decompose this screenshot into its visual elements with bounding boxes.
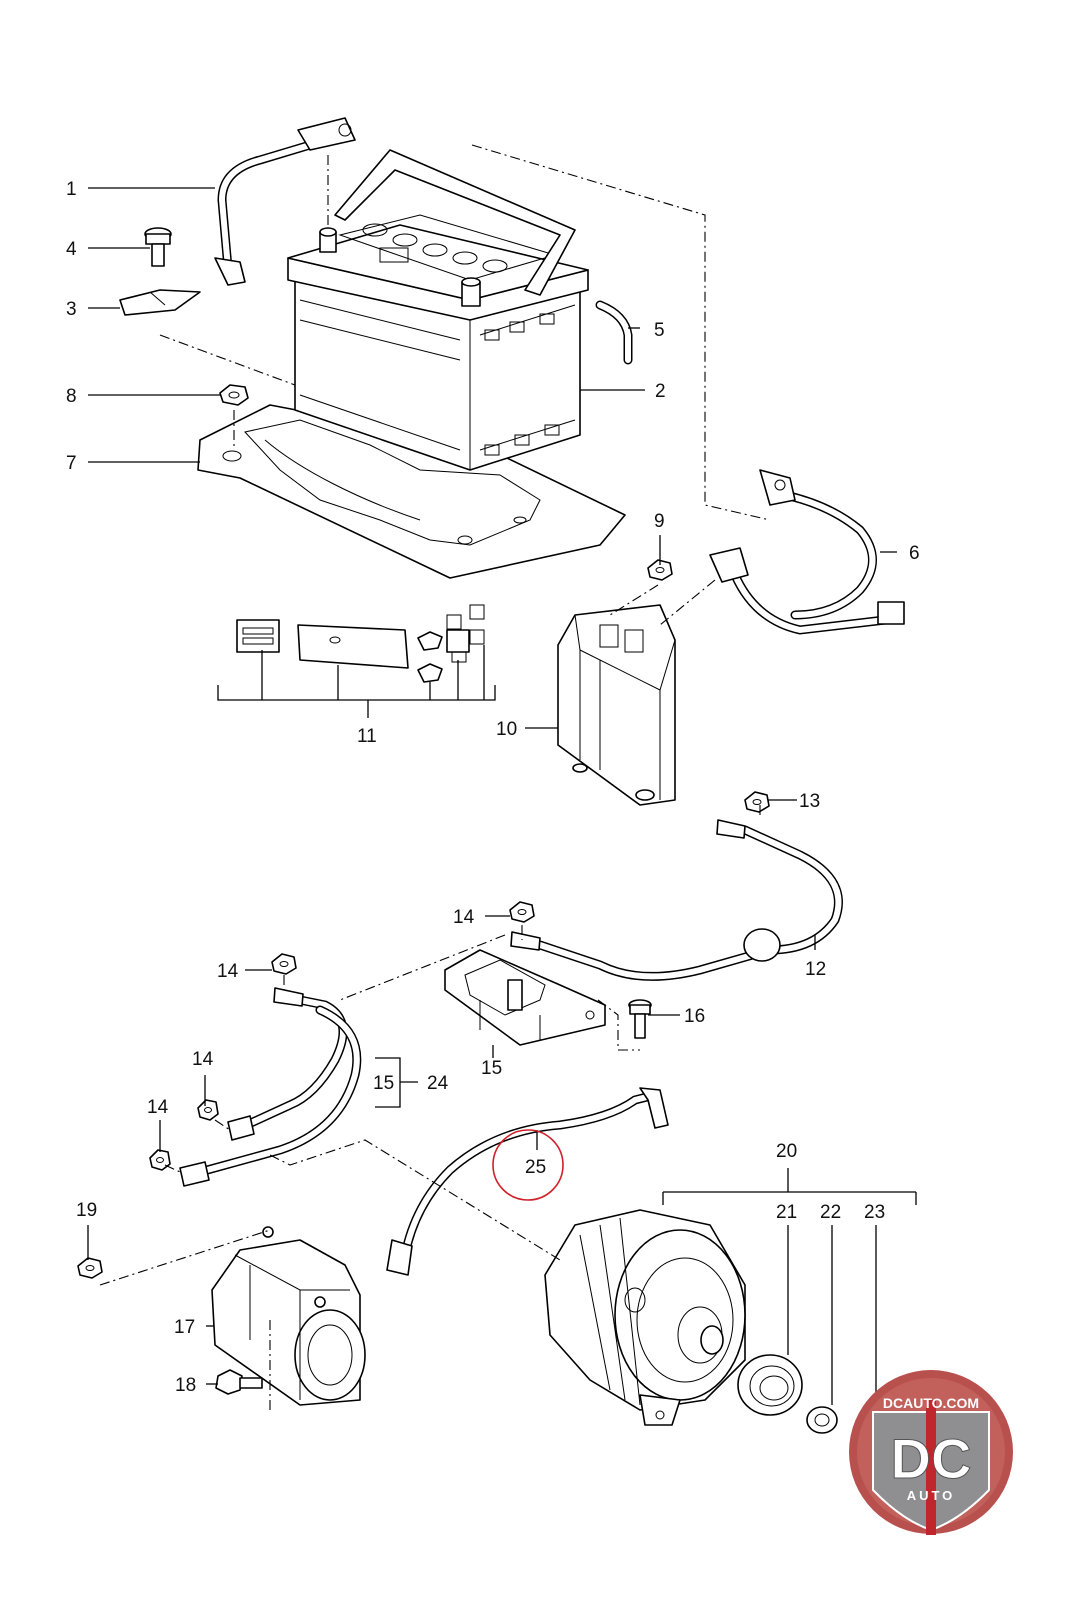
bolt-18 [215, 1369, 263, 1395]
cable-25 [386, 1087, 669, 1276]
vent-hose-5 [595, 300, 633, 365]
label-22: 22 [820, 1202, 841, 1223]
label-12: 12 [805, 959, 826, 980]
label-2: 2 [655, 381, 666, 402]
label-14a: 14 [453, 907, 475, 928]
part-labels: 1 4 3 5 2 8 7 9 6 10 11 13 14 12 14 16 1… [66, 179, 920, 1396]
label-11: 11 [357, 726, 377, 747]
label-24: 24 [427, 1073, 449, 1094]
cable-6 [709, 469, 905, 635]
logo-sub-text: AUTO [907, 1488, 956, 1503]
label-8: 8 [66, 386, 77, 407]
nut-8 [219, 384, 249, 406]
nut-14a [509, 901, 535, 923]
label-23: 23 [864, 1202, 885, 1223]
label-9: 9 [654, 511, 665, 532]
pulley-21 [737, 1354, 803, 1416]
cables-15-24 [179, 987, 362, 1187]
washer-22 [806, 1406, 838, 1434]
label-18: 18 [175, 1375, 196, 1396]
control-unit-10 [557, 604, 676, 806]
nut-14b [271, 953, 297, 975]
label-1: 1 [66, 179, 77, 200]
assembly-lines [99, 144, 771, 1410]
label-20: 20 [776, 1141, 797, 1162]
nut-14c [197, 1099, 219, 1121]
label-19: 19 [76, 1200, 97, 1221]
clamp-3 [119, 289, 201, 316]
nut-14d [149, 1149, 171, 1171]
label-10: 10 [496, 719, 517, 740]
ground-strap-1 [214, 117, 356, 286]
mount-parts-11 [236, 604, 485, 683]
label-16: 16 [684, 1006, 705, 1027]
logo-letters: DC [891, 1427, 972, 1490]
label-6: 6 [909, 543, 920, 564]
label-21: 21 [776, 1202, 797, 1223]
leader-lines [87, 187, 917, 1435]
dcauto-logo: DCAUTO.COM DC AUTO [849, 1370, 1013, 1535]
label-17: 17 [174, 1317, 195, 1338]
label-14b: 14 [217, 961, 239, 982]
nut-19 [77, 1257, 103, 1279]
logo-site-text: DCAUTO.COM [883, 1395, 979, 1411]
label-14d: 14 [147, 1097, 169, 1118]
label-14c: 14 [192, 1049, 214, 1070]
highlight-circle-25 [492, 1129, 564, 1201]
label-5: 5 [654, 320, 665, 341]
nut-9 [647, 559, 673, 581]
label-15b: 15 [481, 1058, 502, 1079]
label-13: 13 [799, 791, 820, 812]
bolt-4 [144, 227, 172, 267]
bolt-16 [628, 999, 652, 1039]
starter-17 [211, 1226, 366, 1406]
cable-12 [510, 819, 843, 981]
battery [287, 149, 589, 471]
nut-13 [744, 791, 770, 813]
label-4: 4 [66, 239, 77, 260]
label-7: 7 [66, 453, 77, 474]
label-3: 3 [66, 299, 77, 320]
label-25: 25 [525, 1157, 546, 1178]
label-15a: 15 [373, 1073, 394, 1094]
alternator-20 [544, 1209, 746, 1426]
bracket-15 [444, 949, 606, 1046]
